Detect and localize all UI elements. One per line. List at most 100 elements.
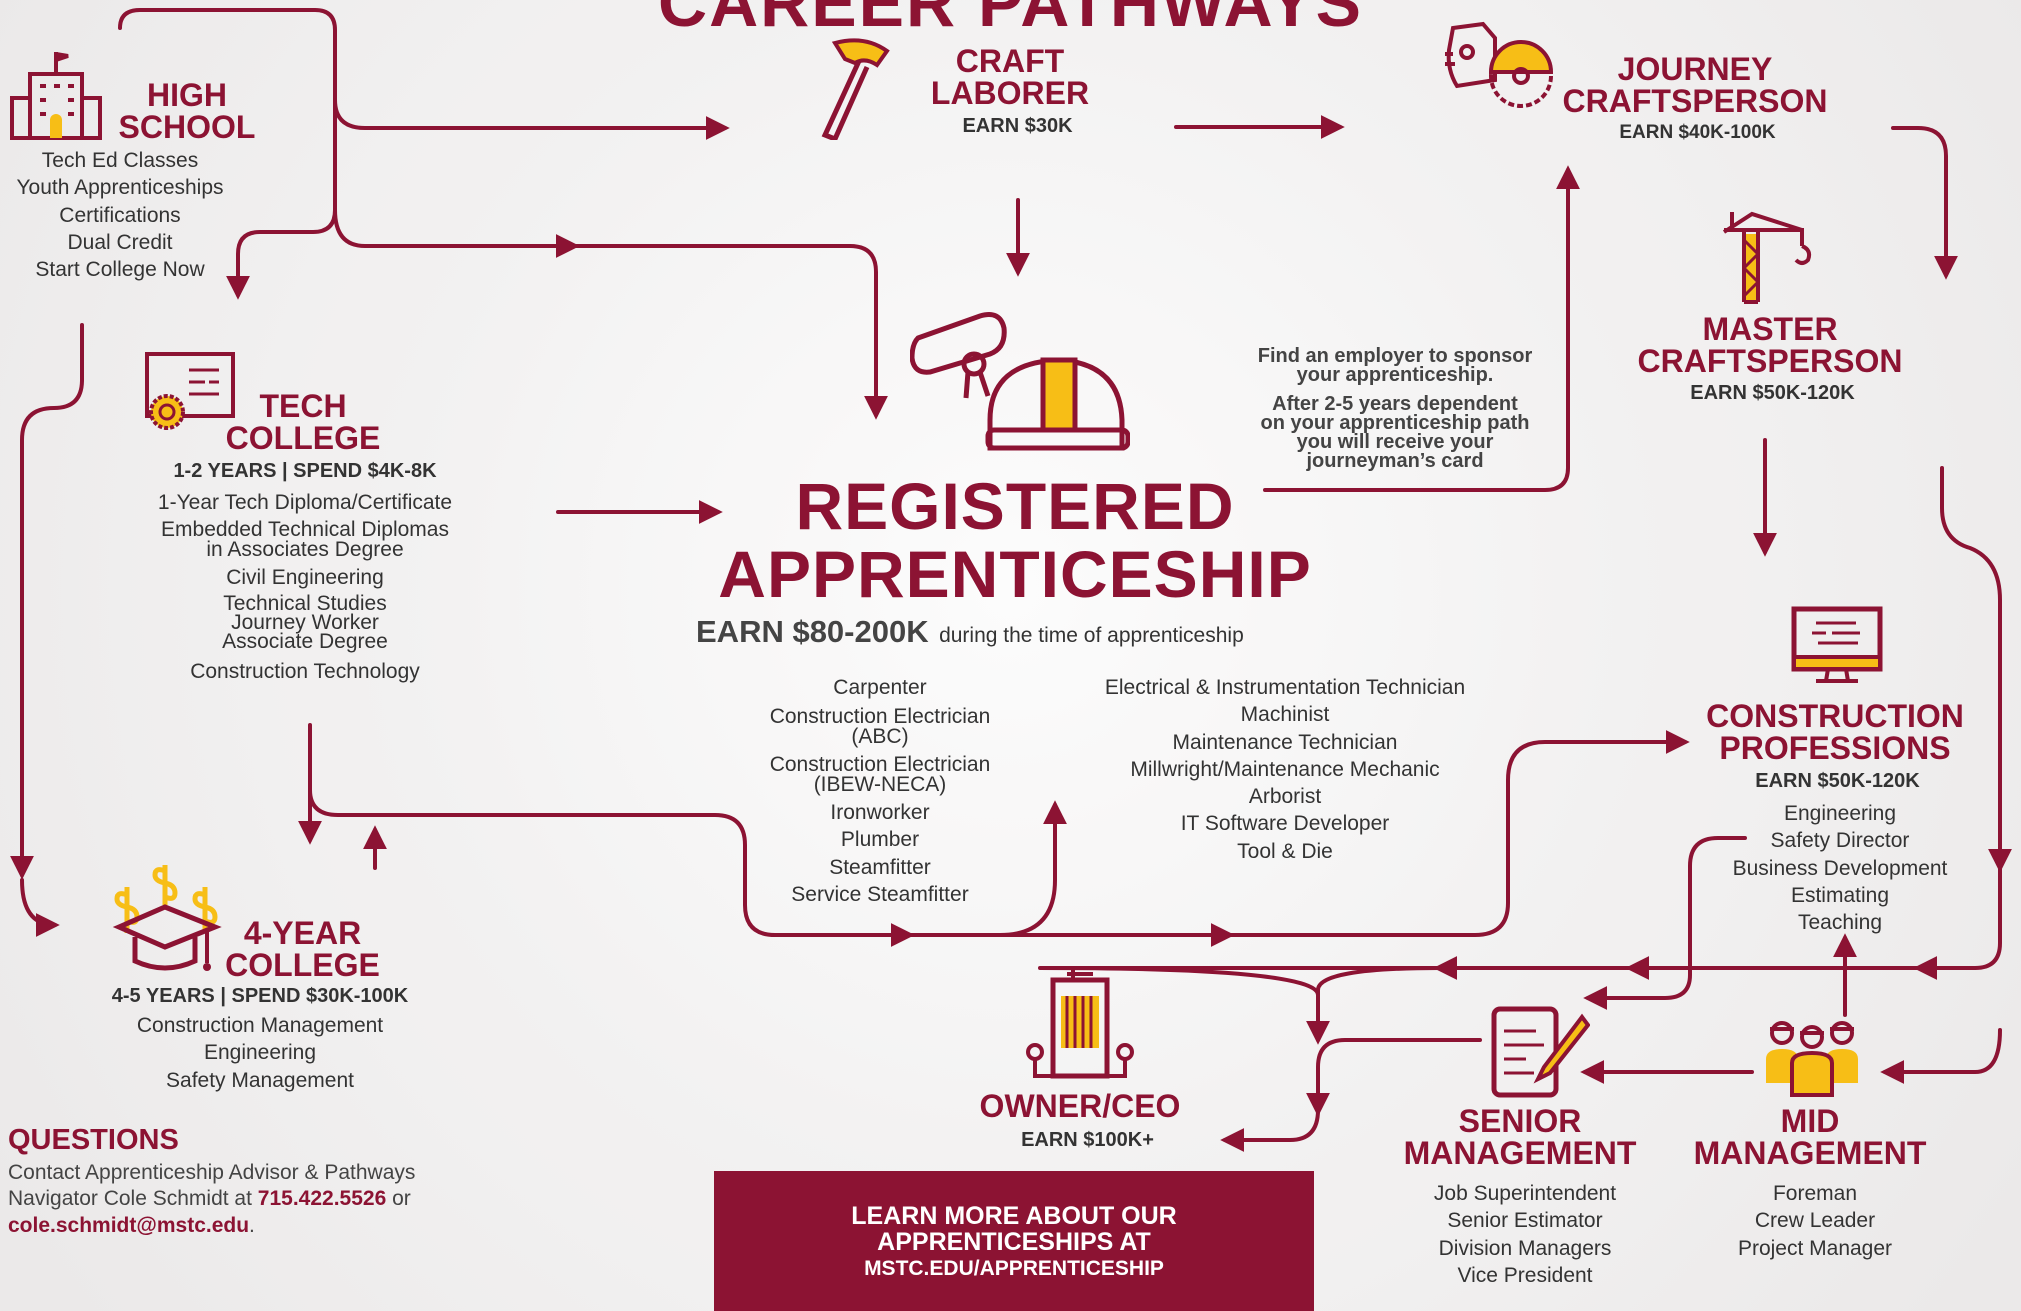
list-item: Vice President (1457, 1263, 1593, 1287)
questions-body: Contact Apprenticeship Advisor & Pathway… (8, 1160, 528, 1239)
phone-link[interactable]: 715.422.5526 (257, 1187, 387, 1211)
list-item: Steamfitter (829, 855, 931, 879)
journey-earn: EARN $40K-100K (1619, 122, 1776, 143)
journey-title: JOURNEY CRAFTSPERSON (1555, 53, 1835, 117)
list-item: Plumber (840, 828, 920, 852)
owner-earn: EARN $100K+ (1021, 1129, 1154, 1151)
list-item: Safety Management (166, 1068, 354, 1092)
sponsor-note-line: Find an employer to sponsor (1257, 345, 1533, 367)
list-item: Maintenance Technician (1172, 730, 1398, 754)
sponsor-note: Find an employer to sponsor your apprent… (1235, 345, 1555, 472)
construction-prof-title: CONSTRUCTION PROFESSIONS (1680, 700, 1990, 764)
master-title-line1: MASTER (1702, 311, 1838, 347)
questions-period: . (249, 1213, 255, 1237)
graduation-cap-icon (112, 865, 222, 971)
construction-prof-title-line1: CONSTRUCTION (1706, 698, 1964, 734)
list-item: Business Development (1732, 856, 1948, 880)
registered-earn-value: EARN $80-200K (696, 614, 929, 649)
list-item: Project Manager (1737, 1236, 1893, 1260)
circular-saw-icon (1445, 21, 1553, 108)
construction-prof-title-line2: PROFESSIONS (1719, 730, 1951, 766)
master-earn: EARN $50K-120K (1690, 382, 1855, 404)
list-item: Ironworker (830, 801, 930, 825)
four-year-duration: 4-5 YEARS | SPEND $30K-100K (111, 985, 409, 1007)
list-item: Crew Leader (1754, 1209, 1876, 1233)
registered-title-line2: APPRENTICESHIP (718, 537, 1312, 611)
cta-line2: APPRENTICESHIPS AT (877, 1228, 1151, 1257)
four-year-title-line1: 4-YEAR (243, 915, 362, 951)
sponsor-note-line: on your apprenticeship path (1260, 412, 1530, 434)
sponsor-note-line: you will receive your (1296, 431, 1494, 453)
tech-college-title-line2: COLLEGE (225, 420, 381, 456)
list-item: Service Steamfitter (791, 882, 969, 906)
sponsor-note-line: journeyman’s card (1306, 450, 1484, 472)
four-year-list: Construction Management Engineering Safe… (100, 1012, 420, 1094)
sponsor-note-line: After 2-5 years dependent (1272, 393, 1518, 415)
senior-title-line1: SENIOR (1458, 1103, 1582, 1139)
registered-title-line1: REGISTERED (795, 469, 1235, 543)
cta-banner[interactable]: LEARN MORE ABOUT OUR APPRENTICESHIPS AT … (714, 1171, 1314, 1311)
craft-laborer-title: CRAFT LABORER (920, 45, 1100, 109)
trades-list-left: Carpenter Construction Electrician (ABC)… (735, 674, 1025, 908)
list-item: Tech Ed Classes (41, 149, 199, 172)
list-item: Engineering (1783, 802, 1897, 825)
list-item: Teaching (1797, 911, 1883, 935)
high-school-title: HIGH SCHOOL (112, 79, 262, 143)
questions-line2: Navigator Cole Schmidt at 715.422.5526 o… (8, 1186, 528, 1212)
list-item: Foreman (1772, 1182, 1858, 1205)
sponsor-note-line: your apprenticeship. (1296, 364, 1494, 386)
hammer-icon (821, 38, 890, 140)
registered-title: REGISTERED APPRENTICESHIP (690, 473, 1340, 607)
office-building-icon (1026, 970, 1134, 1079)
journey-title-line2: CRAFTSPERSON (1562, 83, 1828, 119)
tech-college-title: TECH COLLEGE (218, 390, 388, 454)
page-title: CAREER PATHWAYS (657, 0, 1364, 41)
list-item: Estimating (1790, 883, 1890, 907)
questions-line3: cole.schmidt@mstc.edu. (8, 1213, 528, 1239)
mid-list: Foreman Crew Leader Project Manager (1695, 1180, 1935, 1262)
list-item: Embedded Technical Diplomas (161, 518, 449, 542)
arrow-tech-to-prof (308, 788, 1067, 937)
cta-url[interactable]: MSTC.EDU/APPRENTICESHIP (864, 1256, 1164, 1280)
craft-laborer-title-line1: CRAFT (955, 43, 1065, 79)
four-year-title-line2: COLLEGE (225, 947, 380, 983)
list-item: Construction Electrician (769, 705, 991, 729)
list-item: Start College Now (35, 258, 205, 282)
list-item: Construction Electrician (769, 753, 991, 777)
tech-college-list: 1-Year Tech Diploma/Certificate Embedded… (120, 489, 490, 685)
list-item: Civil Engineering (226, 566, 384, 590)
computer-icon (1791, 606, 1883, 683)
list-item: Job Superintendent (1433, 1182, 1617, 1205)
registered-earn: EARN $80-200K during the time of apprent… (696, 614, 1356, 650)
questions-line2-text: Navigator Cole Schmidt at (8, 1187, 258, 1211)
arrow-journey-to-master (1891, 126, 1958, 280)
craft-laborer-earn: EARN $30K (962, 115, 1073, 137)
email-link[interactable]: cole.schmidt@mstc.edu (8, 1213, 250, 1237)
mid-title: MID MANAGEMENT (1685, 1105, 1935, 1169)
list-item: Tool & Die (1237, 839, 1333, 863)
list-item: Associate Degree (222, 630, 388, 654)
tablet-pen-icon (1491, 1006, 1590, 1098)
high-school-title-line1: HIGH (147, 77, 227, 113)
list-item: Safety Director (1770, 829, 1910, 853)
list-item: Dual Credit (67, 230, 173, 254)
diploma-hardhat-icon (910, 312, 1130, 451)
arrow-registered-to-journey (1263, 165, 1580, 492)
four-year-title: 4-YEAR COLLEGE (220, 917, 385, 981)
senior-title: SENIOR MANAGEMENT (1385, 1105, 1655, 1169)
list-item: Engineering (203, 1041, 317, 1065)
list-item: IT Software Developer (1180, 812, 1390, 836)
registered-earn-note: during the time of apprenticeship (939, 624, 1244, 647)
list-item: Division Managers (1438, 1236, 1612, 1260)
high-school-title-line2: SCHOOL (118, 109, 256, 145)
questions-title: QUESTIONS (8, 1124, 179, 1156)
arrow-right-side (1940, 466, 2012, 873)
construction-prof-list: Engineering Safety Director Business Dev… (1700, 800, 1980, 936)
senior-list: Job Superintendent Senior Estimator Divi… (1400, 1180, 1650, 1289)
list-item: Carpenter (833, 676, 927, 699)
questions-line1: Contact Apprenticeship Advisor & Pathway… (8, 1161, 416, 1184)
list-item: Certifications (59, 203, 181, 227)
questions-line2-or: or (386, 1187, 411, 1211)
list-item: Senior Estimator (1447, 1209, 1603, 1233)
crane-icon (1722, 211, 1812, 304)
